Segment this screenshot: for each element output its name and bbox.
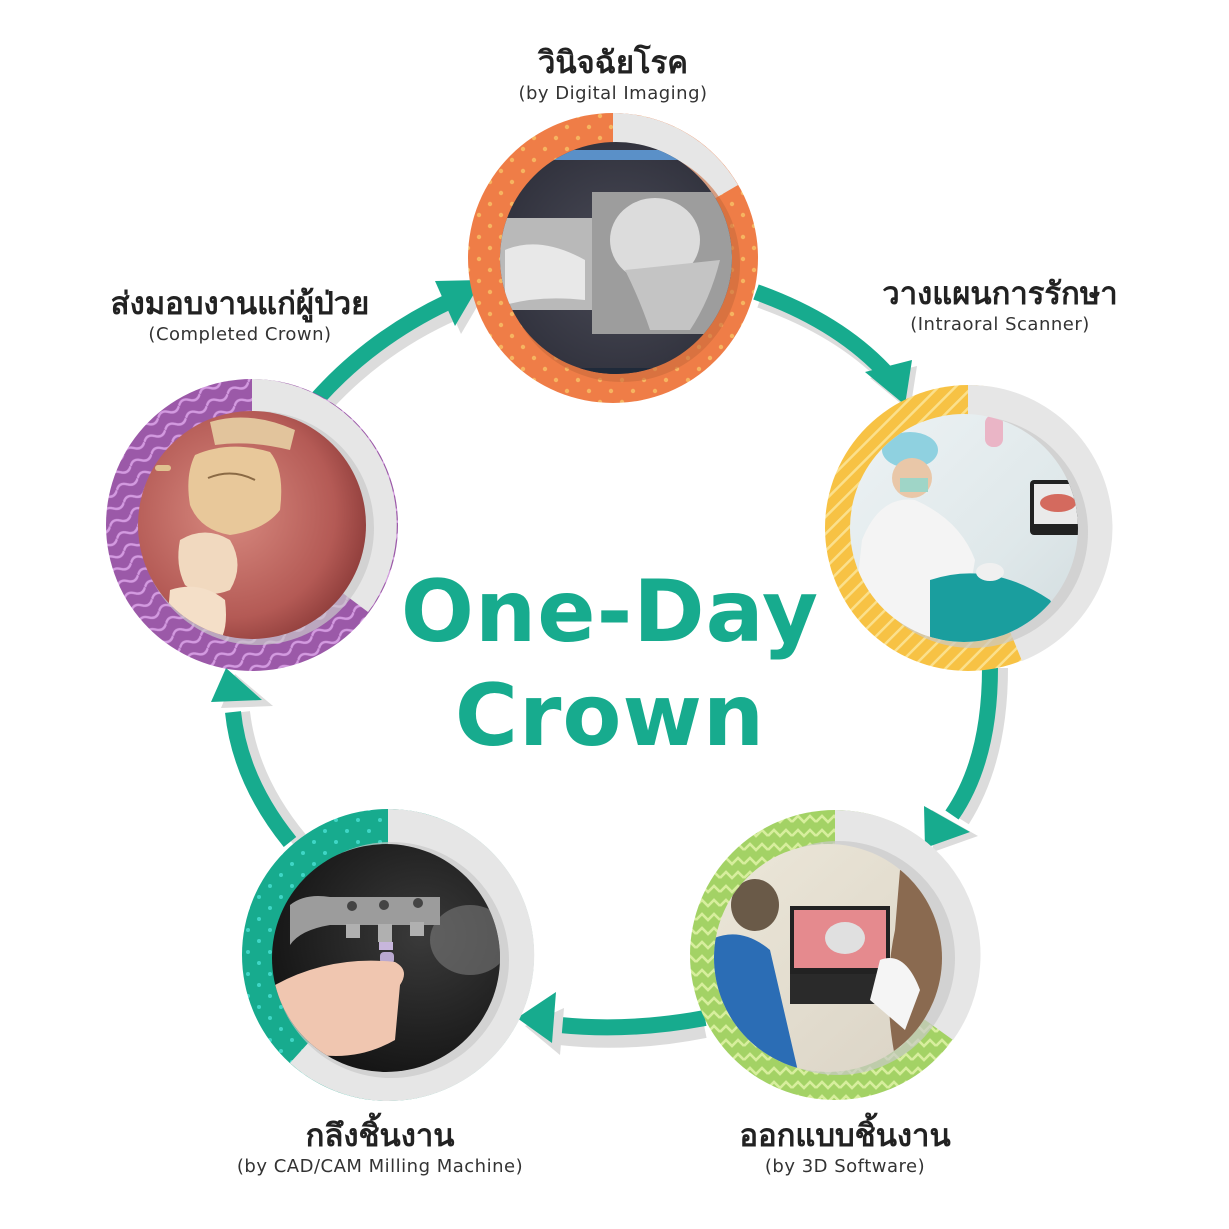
step-label-diagnosis: วินิจฉัยโรค (by Digital Imaging) xyxy=(463,44,763,106)
step-label-design: ออกแบบชิ้นงาน (by 3D Software) xyxy=(695,1117,995,1179)
step-title-th: กลึงชิ้นงาน xyxy=(305,1118,455,1154)
arrow-planning-to-design xyxy=(924,667,1008,852)
step-title-th: วินิจฉัยโรค xyxy=(537,45,689,81)
step-subtitle-en: (by CAD/CAM Milling Machine) xyxy=(236,1156,524,1177)
3d-design-photo xyxy=(714,844,942,1072)
step-subtitle-en: (by Digital Imaging) xyxy=(518,83,708,104)
step-subtitle-en: (Completed Crown) xyxy=(148,324,332,345)
step-design-circle xyxy=(690,809,981,1100)
milling-machine-photo xyxy=(272,844,500,1072)
step-subtitle-en: (by 3D Software) xyxy=(764,1156,926,1177)
step-delivery-circle xyxy=(106,379,398,671)
step-planning-circle xyxy=(825,384,1113,671)
center-title-line1: One-Day xyxy=(400,562,820,662)
step-title-th: ส่งมอบงานแก่ผู้ป่วย xyxy=(110,286,370,322)
step-label-planning: วางแผนการรักษา (Intraoral Scanner) xyxy=(850,275,1150,337)
step-label-delivery: ส่งมอบงานแก่ผู้ป่วย (Completed Crown) xyxy=(60,285,420,347)
step-milling-circle xyxy=(242,808,535,1101)
step-title-th: ออกแบบชิ้นงาน xyxy=(739,1118,951,1154)
center-title-line2: Crown xyxy=(454,666,766,766)
step-subtitle-en: (Intraoral Scanner) xyxy=(910,314,1090,335)
step-label-milling: กลึงชิ้นงาน (by CAD/CAM Milling Machine) xyxy=(200,1117,560,1179)
arrow-design-to-milling xyxy=(517,992,707,1055)
cycle-arrows xyxy=(211,280,1008,1055)
step-diagnosis-circle xyxy=(468,113,758,403)
xray-photo xyxy=(500,142,732,374)
center-title: One-Day Crown xyxy=(360,560,860,768)
step-title-th: วางแผนการรักษา xyxy=(882,276,1118,312)
arrow-milling-to-delivery xyxy=(211,668,307,848)
intraoral-scanner-photo xyxy=(850,414,1078,642)
